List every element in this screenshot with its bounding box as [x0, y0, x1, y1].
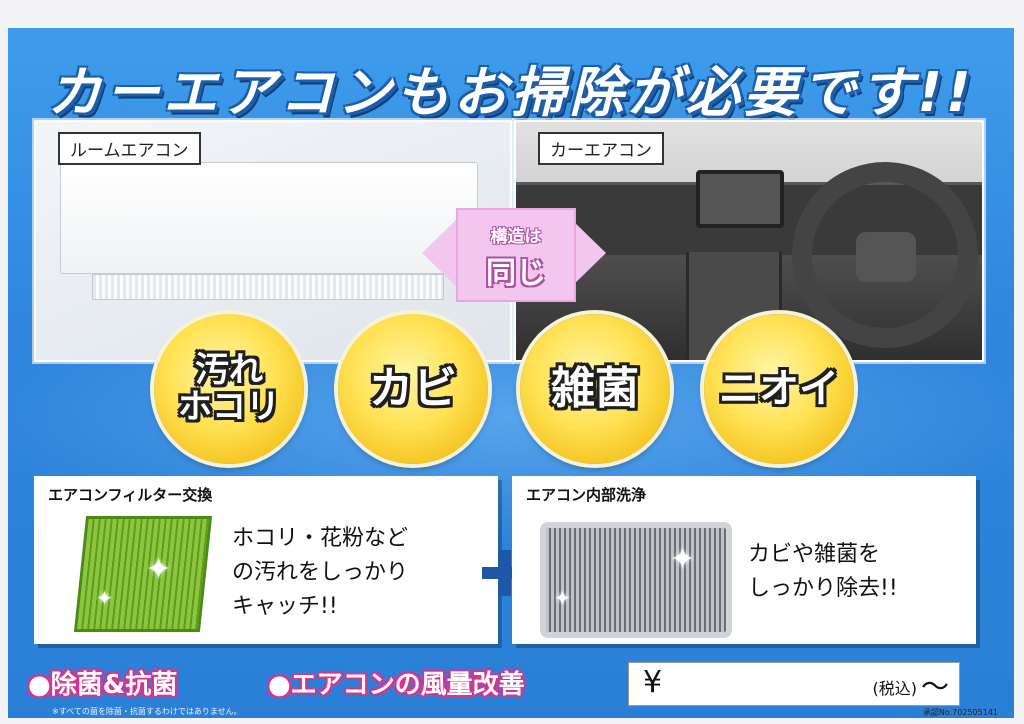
- badge-dirt-dust: 汚れ ホコリ: [154, 314, 304, 464]
- badge-dirt-dust-text: 汚れ ホコリ: [178, 349, 280, 427]
- sparkle-icon: ✦: [670, 542, 696, 577]
- arrow-left-icon: [422, 218, 458, 288]
- internal-cleaning-box: エアコン内部洗浄 ✦ ✦ カビや雑菌を しっかり除去!!: [512, 476, 976, 644]
- arrow-right-icon: [570, 218, 606, 288]
- badge-odor: ニオイ: [704, 314, 854, 464]
- sparkle-icon: ✦: [554, 586, 571, 610]
- room-aircon-louver: [92, 274, 444, 300]
- internal-cleaning-text: カビや雑菌を しっかり除去!!: [748, 542, 898, 602]
- badge-germs-text: 雑菌: [551, 362, 639, 414]
- badge-germs: 雑菌: [520, 314, 670, 464]
- room-aircon-image: [60, 162, 478, 274]
- badge-odor-text: ニオイ: [719, 366, 839, 412]
- arrow-center: 構造は 同じ: [456, 208, 576, 302]
- poster-title: カーエアコンもお掃除が必要です!!: [47, 61, 975, 124]
- sparkle-icon: ✦: [146, 552, 172, 587]
- filter-replacement-title: エアコンフィルター交換: [48, 486, 213, 504]
- filter-replacement-text: ホコリ・花粉など の汚れをしっかり キャッチ!!: [232, 526, 409, 620]
- same-structure-arrow: 構造は 同じ: [422, 208, 606, 302]
- arrow-big-text: 同じ: [486, 256, 546, 291]
- yen-symbol: ¥: [643, 665, 663, 700]
- steering-wheel-hub: [856, 232, 916, 282]
- footnote: ※すべての菌を除菌・抗菌するわけではありません。: [52, 707, 242, 716]
- poster: カーエアコンもお掃除が必要です!! ルームエアコン カーエアコン 構造は 同じ …: [8, 28, 1014, 718]
- price-tilde: 〜: [920, 670, 949, 703]
- car-aircon-label: カーエアコン: [538, 132, 664, 165]
- filter-replacement-box: エアコンフィルター交換 ✦ ✦ ホコリ・花粉など の汚れをしっかり キャッチ!!: [34, 476, 498, 644]
- feature-airflow: ●エアコンの風量改善: [268, 670, 525, 700]
- tax-included-label: (税込): [872, 679, 918, 698]
- filter-icon: [73, 516, 213, 632]
- evaporator-icon: [540, 522, 732, 638]
- price-box: ¥ (税込) 〜: [628, 662, 960, 706]
- car-screen: [696, 170, 784, 228]
- sparkle-icon: ✦: [96, 586, 113, 610]
- internal-cleaning-title: エアコン内部洗浄: [526, 486, 647, 504]
- room-aircon-label: ルームエアコン: [58, 132, 201, 165]
- feature-sterilization: ●除菌&抗菌: [28, 670, 178, 700]
- approval-number: 承認No.702505141: [922, 708, 998, 717]
- badge-mold-text: カビ: [369, 362, 457, 414]
- badge-mold: カビ: [338, 314, 488, 464]
- arrow-small-text: 構造は: [490, 227, 542, 247]
